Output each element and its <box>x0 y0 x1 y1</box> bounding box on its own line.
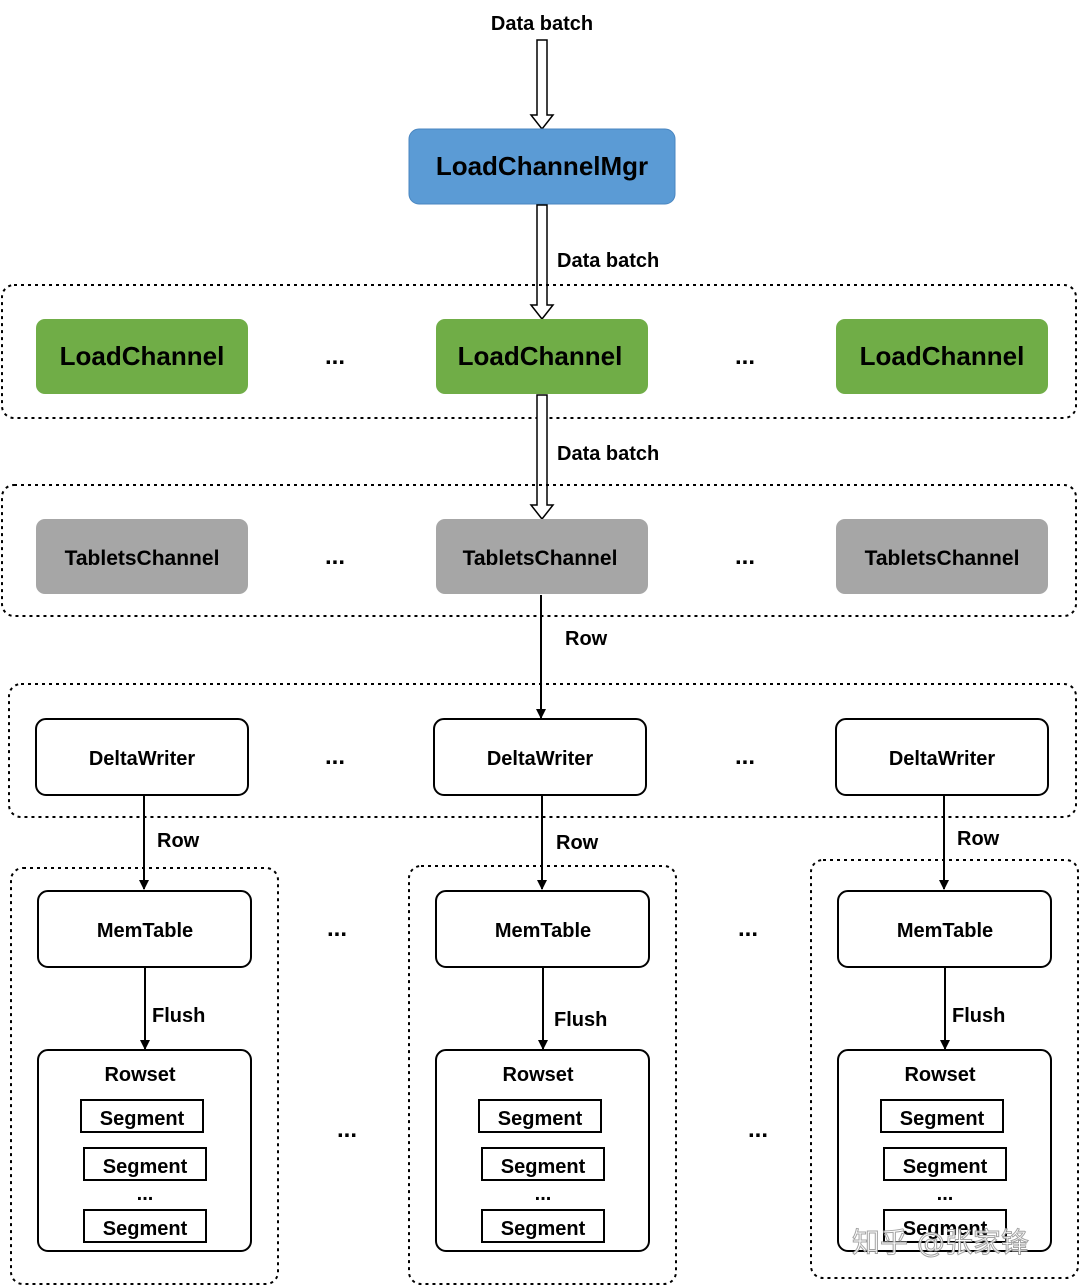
ellipsis-delta-1: ... <box>325 743 345 770</box>
ellipsis-tablets-1: ... <box>325 543 345 570</box>
rowset-label-1: Rowset <box>104 1064 175 1086</box>
segment-label-3b: Segment <box>903 1156 988 1178</box>
delta-writer-box-1 <box>35 718 249 796</box>
segment-label-3a: Segment <box>900 1108 985 1130</box>
delta-writer-label-1: DeltaWriter <box>89 748 196 770</box>
tablets-channel-label-3: TabletsChannel <box>865 547 1020 570</box>
row-label-tablets: Row <box>565 628 608 650</box>
tablets-channel-label-2: TabletsChannel <box>463 547 618 570</box>
segment-box-1a <box>80 1099 204 1133</box>
segment-box-2c <box>481 1209 605 1243</box>
memtable-box-3 <box>837 890 1052 968</box>
ellipsis-memtable-2: ... <box>738 915 758 942</box>
segment-box-2a <box>478 1099 602 1133</box>
rowset-label-3: Rowset <box>904 1064 975 1086</box>
segment-label-2b: Segment <box>501 1156 586 1178</box>
data-batch-label-low: Data batch <box>557 443 659 465</box>
load-channel-label-2: LoadChannel <box>458 341 623 371</box>
tablet-group-2 <box>408 865 677 1285</box>
segment-label-1a: Segment <box>100 1108 185 1130</box>
tablet-group-3 <box>810 859 1079 1279</box>
segment-ellipsis-3: ... <box>937 1183 954 1205</box>
segment-label-2c: Segment <box>501 1218 586 1240</box>
segment-label-1c: Segment <box>103 1218 188 1240</box>
delta-writer-box-3 <box>835 718 1049 796</box>
hollow-arrow-loadchannel-to-tablets <box>529 394 555 521</box>
ellipsis-rowset-1: ... <box>337 1116 357 1143</box>
hollow-arrow-top <box>529 39 555 131</box>
segment-ellipsis-1: ... <box>137 1183 154 1205</box>
segment-ellipsis-2: ... <box>535 1183 552 1205</box>
tablets-channel-box-3 <box>836 519 1048 594</box>
watermark: 知乎 @张家锋 <box>852 1226 1029 1259</box>
load-channel-mgr-box <box>408 128 676 205</box>
flush-label-2: Flush <box>554 1009 607 1031</box>
memtable-label-2: MemTable <box>495 920 591 942</box>
memtable-label-3: MemTable <box>897 920 993 942</box>
ellipsis-loadchannel-1: ... <box>325 343 345 370</box>
load-channel-label-3: LoadChannel <box>860 341 1025 371</box>
tablet-group-1 <box>10 867 279 1285</box>
memtable-box-1 <box>37 890 252 968</box>
segment-label-2a: Segment <box>498 1108 583 1130</box>
rowset-label-2: Rowset <box>502 1064 573 1086</box>
row-label-3: Row <box>957 828 1000 850</box>
ellipsis-tablets-2: ... <box>735 543 755 570</box>
segment-label-1b: Segment <box>103 1156 188 1178</box>
flush-label-1: Flush <box>152 1005 205 1027</box>
load-channel-group <box>1 284 1077 419</box>
segment-box-1c <box>83 1209 207 1243</box>
memtable-box-2 <box>435 890 650 968</box>
flush-label-3: Flush <box>952 1005 1005 1027</box>
delta-writer-box-2 <box>433 718 647 796</box>
segment-box-1b <box>83 1147 207 1181</box>
tablets-channel-group <box>1 484 1077 617</box>
ellipsis-delta-2: ... <box>735 743 755 770</box>
hollow-arrow-mgr-to-loadchannel <box>529 204 555 321</box>
data-batch-label-top: Data batch <box>491 13 593 35</box>
load-channel-label-1: LoadChannel <box>60 341 225 371</box>
segment-box-3b <box>883 1147 1007 1181</box>
memtable-label-1: MemTable <box>97 920 193 942</box>
segment-box-2b <box>481 1147 605 1181</box>
tablets-channel-box-1 <box>36 519 248 594</box>
segment-box-3a <box>880 1099 1004 1133</box>
ellipsis-rowset-2: ... <box>748 1116 768 1143</box>
load-channel-mgr-label: LoadChannelMgr <box>436 151 648 181</box>
ellipsis-memtable-1: ... <box>327 915 347 942</box>
tablets-channel-label-1: TabletsChannel <box>65 547 220 570</box>
delta-writer-label-2: DeltaWriter <box>487 748 594 770</box>
load-channel-box-2 <box>436 319 648 394</box>
row-label-1: Row <box>157 830 200 852</box>
segment-label-3c: Segment <box>903 1218 988 1240</box>
load-channel-box-3 <box>836 319 1048 394</box>
ellipsis-loadchannel-2: ... <box>735 343 755 370</box>
segment-box-3c <box>883 1209 1007 1243</box>
load-channel-box-1 <box>36 319 248 394</box>
delta-writer-label-3: DeltaWriter <box>889 748 996 770</box>
data-batch-label-mid: Data batch <box>557 250 659 272</box>
tablets-channel-box-2 <box>436 519 648 594</box>
row-label-2: Row <box>556 832 599 854</box>
